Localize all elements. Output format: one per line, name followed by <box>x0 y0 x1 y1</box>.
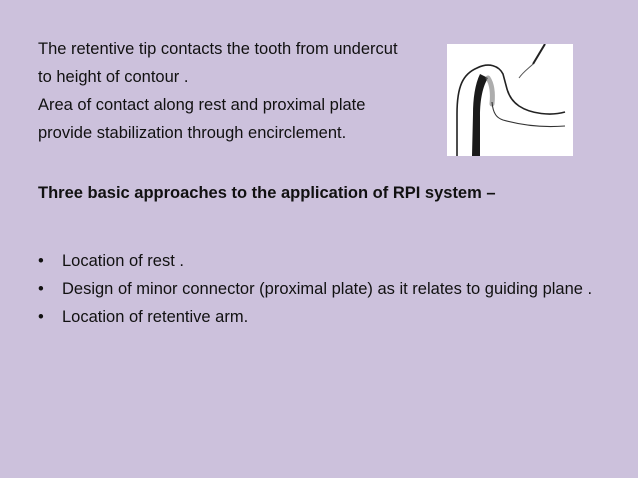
intro-line-4: provide stabilization through encircleme… <box>38 124 347 142</box>
bullet-item: • Location of rest . <box>38 250 598 272</box>
bullet-marker: • <box>38 308 44 326</box>
bullet-text: Location of retentive arm. <box>62 308 249 326</box>
bullet-list: • Location of rest . • Design of minor c… <box>38 250 598 334</box>
intro-paragraph: The retentive tip contacts the tooth fro… <box>38 35 458 147</box>
bullet-item: • Design of minor connector (proximal pl… <box>38 278 598 300</box>
bullet-marker: • <box>38 252 44 270</box>
bullet-item: • Location of retentive arm. <box>38 306 598 328</box>
section-heading: Three basic approaches to the applicatio… <box>38 184 496 202</box>
intro-line-2: to height of contour . <box>38 68 189 86</box>
intro-line-3: Area of contact along rest and proximal … <box>38 96 366 114</box>
bullet-text: Location of rest . <box>62 252 184 270</box>
rpi-clasp-tooth-diagram-icon <box>447 44 573 156</box>
bullet-marker: • <box>38 280 44 298</box>
intro-line-1: The retentive tip contacts the tooth fro… <box>38 40 398 58</box>
bullet-text: Design of minor connector (proximal plat… <box>62 280 593 298</box>
